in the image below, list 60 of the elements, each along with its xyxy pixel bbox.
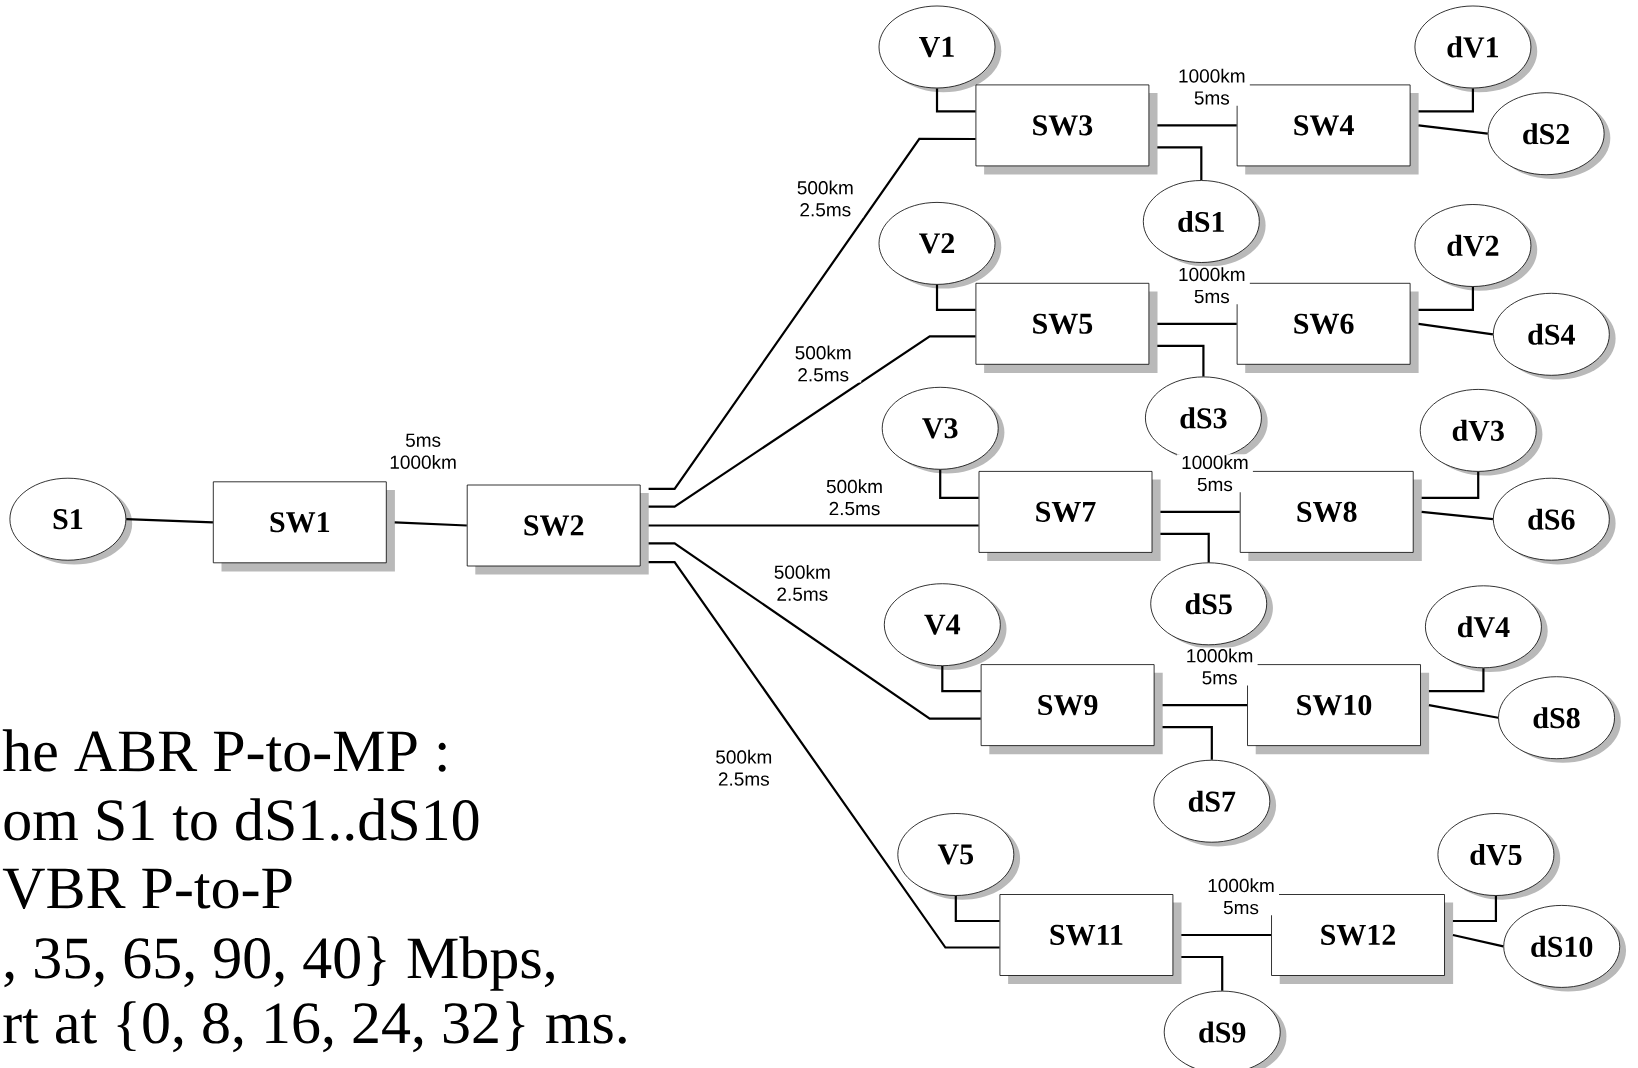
switch-box: SW2 [466, 484, 649, 575]
link-line [1160, 532, 1210, 563]
link-line [648, 561, 1000, 949]
edge-label: 500km 2.5ms [764, 563, 841, 602]
link-line [648, 542, 981, 720]
link-line [1452, 895, 1497, 923]
switch-box: SW4 [1236, 84, 1419, 175]
link-line [1418, 88, 1474, 113]
switch-box: SW6 [1236, 282, 1419, 373]
edge-label: 1000km 5ms [1203, 877, 1279, 916]
note-text: rt at {0, 8, 16, 24, 32} ms. [3, 1001, 626, 1053]
link-line [1181, 933, 1272, 937]
link-line [1157, 146, 1203, 181]
edge-label: 1000km 5ms [1173, 266, 1250, 305]
switch-box: SW10 [1247, 664, 1430, 755]
link-line [1428, 668, 1485, 693]
link-line [1157, 322, 1237, 325]
link-line [954, 895, 1000, 923]
note-text: om S1 to dS1..dS10 [4, 798, 479, 841]
note-text: he ABR P-to-MP : [2, 729, 446, 772]
switch-box: SW12 [1271, 894, 1454, 985]
edge-label: 1000km 5ms [1181, 647, 1258, 686]
link-line [1162, 704, 1248, 707]
link-line [935, 284, 976, 311]
edge-label: 500km 2.5ms [705, 748, 782, 787]
link-line [1160, 510, 1240, 513]
note-text: VBR P-to-P [2, 868, 292, 909]
edge-label: 500km 2.5ms [787, 179, 864, 218]
link-line [1452, 933, 1504, 948]
link-line [941, 666, 981, 693]
link-line [1181, 955, 1224, 991]
note-text: , 35, 65, 90, 40} Mbps, [4, 936, 554, 991]
edge-label: 1000km 5ms [1173, 67, 1250, 106]
link-line [1162, 726, 1213, 760]
switch-box: SW1 [212, 481, 395, 572]
link-line [935, 88, 976, 113]
link-line [1157, 344, 1205, 377]
link-line [1418, 124, 1488, 135]
switch-box: SW3 [975, 84, 1158, 175]
link-line [648, 137, 976, 490]
switch-box: SW8 [1239, 471, 1422, 561]
switch-box: SW11 [999, 894, 1182, 985]
link-line [648, 335, 976, 508]
link-line [394, 521, 467, 527]
link-line [1428, 704, 1499, 719]
switch-box: SW5 [975, 282, 1158, 373]
link-line [1418, 286, 1474, 311]
switch-box: SW9 [980, 664, 1163, 755]
link-line [939, 469, 979, 499]
switch-box: SW7 [978, 471, 1161, 561]
link-line [1421, 510, 1494, 521]
link-line [1157, 124, 1237, 127]
link-line [648, 524, 979, 527]
edge-label: 500km 2.5ms [816, 478, 893, 517]
link-line [1421, 471, 1480, 499]
edge-label: 5ms 1000km [385, 432, 462, 470]
edge-label: 1000km 5ms [1176, 454, 1253, 493]
link-line [126, 518, 213, 524]
link-line [1418, 322, 1494, 336]
edge-label: 500km 2.5ms [785, 344, 862, 383]
